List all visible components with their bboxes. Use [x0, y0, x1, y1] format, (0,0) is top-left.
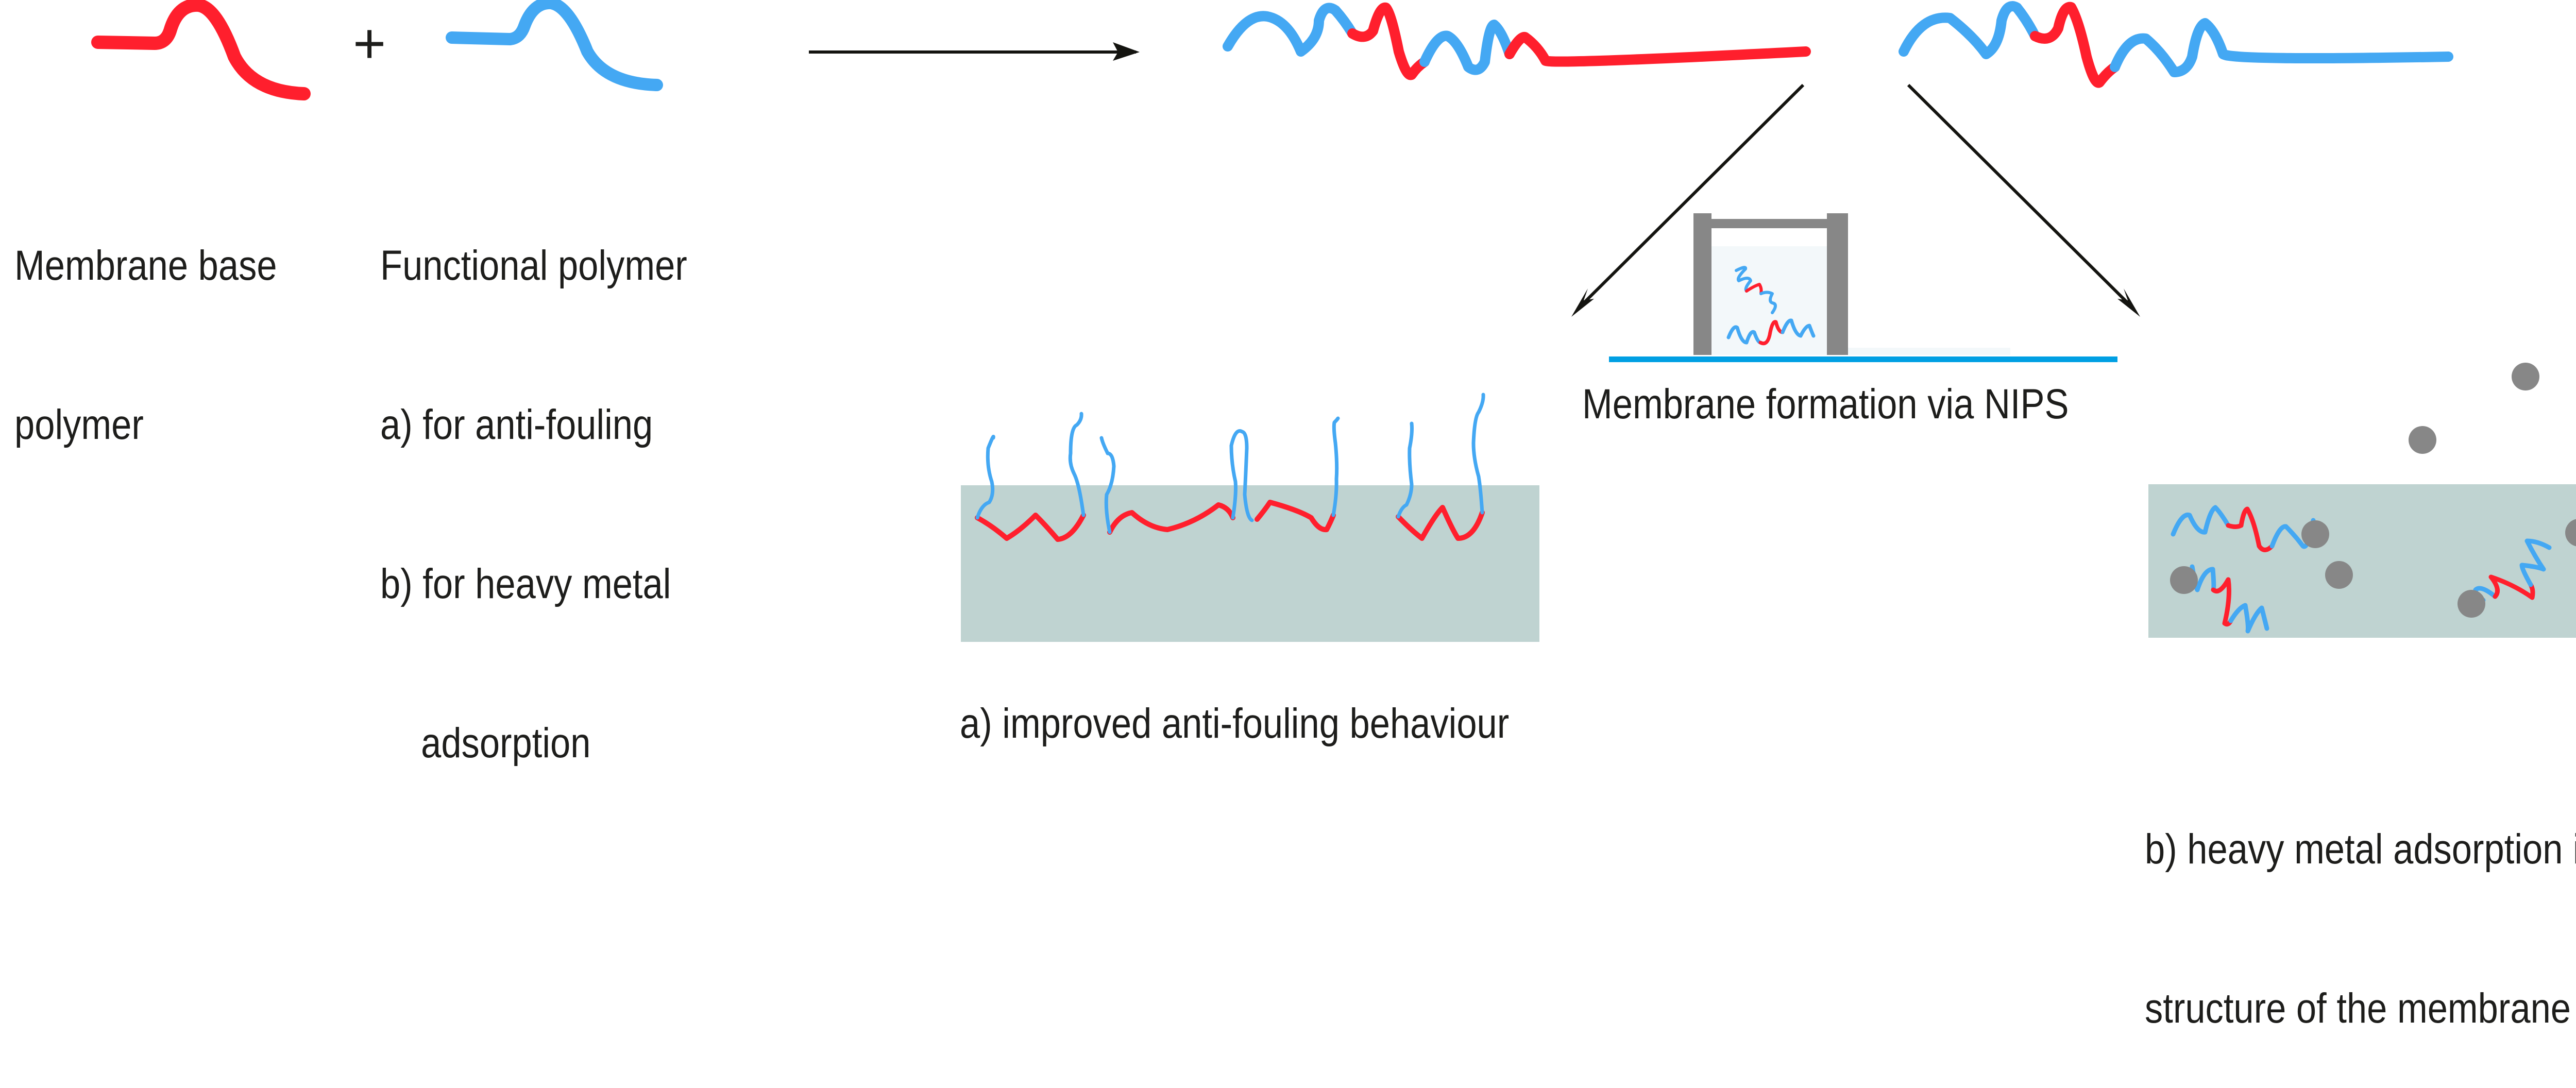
antifouling-caption: a) improved anti-fouling behaviour — [960, 700, 1510, 747]
adsorbed-heavy-metal-ion — [2458, 590, 2485, 618]
base-polymer-label-line-1: Membrane base — [14, 242, 277, 289]
nips-process-label: Membrane formation via NIPS — [1582, 381, 2069, 428]
casting-frame-left — [1693, 213, 1711, 355]
arrow-to-antifouling — [1576, 83, 1805, 311]
casting-frame-bar — [1711, 219, 1827, 228]
arrowhead-to-heavy-metal — [2117, 288, 2140, 317]
dissolved-polymer-2 — [1726, 318, 1816, 346]
functional-polymer-label-line-2: a) for anti-fouling — [380, 401, 653, 448]
adsorbed-heavy-metal-ion — [2301, 520, 2329, 548]
dissolved-polymer-1 — [1735, 266, 1777, 314]
casting-frame-right — [1827, 213, 1848, 355]
glass-plate — [1609, 356, 2117, 362]
antifouling-brushes — [975, 393, 1485, 542]
casting-film — [1848, 348, 2010, 355]
arrowhead-to-antifouling — [1571, 288, 1594, 317]
adsorbed-heavy-metal-ion — [2170, 566, 2198, 594]
heavy-metal-ion — [2409, 426, 2436, 454]
antifouling-membrane — [961, 485, 1539, 642]
arrow-to-heavy-metal — [1907, 83, 2136, 311]
copolymer-chain-1 — [1223, 2, 1811, 80]
functional-polymer-label-line-4: adsorption — [421, 720, 591, 767]
base-polymer-label: Membrane base polymer — [14, 133, 277, 504]
reaction-arrowhead — [1113, 42, 1140, 61]
heavy-metal-caption-line-2: structure of the membrane — [2145, 985, 2571, 1032]
functional-polymer-label-line-3: b) for heavy metal — [380, 560, 671, 607]
adsorbed-heavy-metal-ion — [2565, 519, 2576, 547]
functional-polymer-label: Functional polymer a) for anti-fouling b… — [380, 133, 687, 823]
functional-polymer-icon — [446, 0, 663, 91]
heavy-metal-caption-line-1: b) heavy metal adsorption in support — [2145, 826, 2576, 873]
heavy-metal-ion — [2325, 561, 2353, 589]
copolymer-chain-2 — [1899, 1, 2453, 88]
diagram-canvas — [91, 0, 2576, 642]
base-polymer-label-line-2: polymer — [14, 401, 144, 448]
base-polymer-icon — [91, 0, 311, 100]
heavy-metal-caption: b) heavy metal adsorption in support str… — [2145, 717, 2576, 1088]
plus-operator: + — [353, 12, 386, 75]
casting-knife — [1609, 213, 2117, 362]
heavy-metal-ion — [2512, 363, 2539, 390]
functional-polymer-label-line-1: Functional polymer — [380, 242, 687, 289]
